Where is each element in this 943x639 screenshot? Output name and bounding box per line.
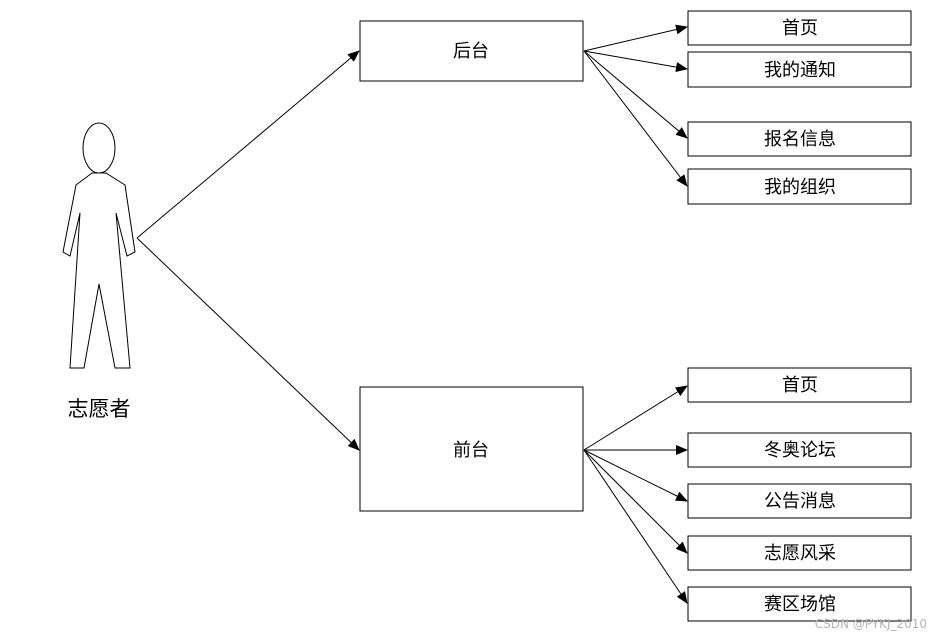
edge-frontend-item-3 [583, 449, 688, 554]
frontend-item-winter-olympics-forum: 冬奥论坛 [764, 440, 836, 461]
backend-item-box [687, 121, 912, 157]
edge-backend-item-3 [583, 50, 688, 187]
frontend-label: 前台 [453, 440, 489, 461]
backend-box [359, 20, 584, 82]
backend-item-my-notifications: 我的通知 [764, 60, 836, 81]
backend-item-home: 首页 [782, 18, 818, 39]
edge-backend-item-1 [583, 50, 688, 73]
actor-figure [62, 122, 136, 369]
frontend-item-home: 首页 [782, 375, 818, 396]
frontend-box [359, 386, 584, 512]
frontend-item-venues: 赛区场馆 [764, 594, 836, 615]
frontend-item-box [687, 535, 912, 571]
backend-label: 后台 [453, 41, 489, 62]
actor-body [62, 172, 136, 369]
backend-item-box [687, 168, 912, 205]
actor-label: 志愿者 [68, 397, 131, 421]
backend-item-my-organization: 我的组织 [764, 177, 836, 198]
frontend-item-box [687, 483, 912, 519]
frontend-item-volunteer-showcase: 志愿风采 [764, 543, 836, 564]
watermark: CSDN @PYKJ_2010 [815, 617, 927, 631]
frontend-item-box [687, 367, 912, 403]
frontend-item-announcements: 公告消息 [764, 491, 836, 512]
edge-frontend-item-2 [583, 449, 688, 502]
edge-backend-item-0 [583, 24, 688, 52]
edge-actor-backend [136, 50, 360, 239]
frontend-item-box [687, 432, 912, 468]
backend-item-box [687, 10, 912, 46]
backend-item-registration-info: 报名信息 [764, 129, 836, 150]
actor-head [82, 122, 116, 174]
edge-frontend-item-0 [583, 385, 688, 451]
frontend-item-box [687, 586, 912, 622]
edge-frontend-item-4 [583, 449, 688, 604]
edge-backend-item-2 [583, 50, 688, 139]
edge-actor-frontend [136, 237, 360, 451]
backend-item-box [687, 51, 912, 88]
